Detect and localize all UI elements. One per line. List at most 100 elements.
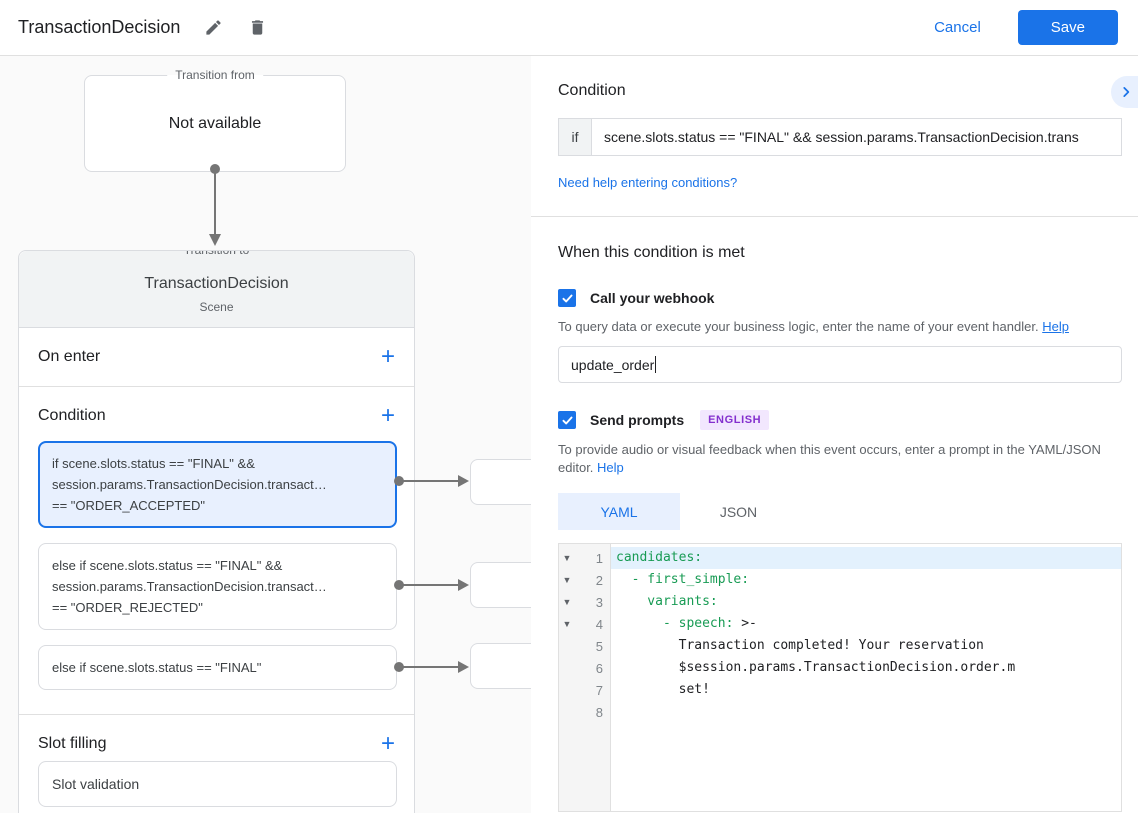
detail-panel: Condition if scene.slots.status == "FINA… (531, 56, 1138, 813)
scene-type: Scene (199, 300, 234, 314)
prompts-row: Send prompts ENGLISH (558, 410, 1122, 430)
condition-card[interactable]: else if scene.slots.status == "FINAL" (38, 645, 397, 690)
page-title: TransactionDecision (18, 17, 181, 37)
editor-line[interactable]: candidates: (611, 547, 1121, 569)
line-number: 6 (595, 660, 603, 676)
gutter-row: ▼2 (559, 569, 610, 591)
condition-card[interactable]: else if scene.slots.status == "FINAL" &&… (38, 543, 397, 630)
condition-met-title: When this condition is met (558, 244, 745, 261)
gutter-row: ▼3 (559, 591, 610, 613)
delete-icon[interactable] (248, 18, 268, 38)
event-handler-input[interactable]: update_order (558, 346, 1122, 383)
webhook-description: To query data or execute your business l… (558, 319, 1069, 334)
editor-line[interactable] (611, 701, 1121, 723)
condition-card-line: session.params.TransactionDecision.trans… (52, 579, 327, 594)
save-button[interactable]: Save (1017, 10, 1118, 45)
gutter-row: ▼1 (559, 547, 610, 569)
condition-card-line: session.params.TransactionDecision.trans… (52, 477, 327, 492)
editor-code[interactable]: candidates: - first_simple: variants: - … (611, 544, 1121, 811)
if-prefix: if (559, 119, 592, 155)
scene-canvas: Transition from Not available Transition… (0, 56, 531, 813)
yaml-key-text: - first_simple: (616, 572, 750, 587)
transition-target-box[interactable] (470, 459, 531, 505)
transition-target-box[interactable] (470, 562, 531, 608)
language-badge: ENGLISH (700, 410, 770, 430)
slot-validation-card[interactable]: Slot validation (38, 761, 397, 807)
editor-line[interactable]: Transaction completed! Your reservation (611, 635, 1121, 657)
condition-row: Condition + (19, 387, 414, 431)
editor-tabs: YAML JSON (558, 493, 1122, 530)
condition-help-link[interactable]: Need help entering conditions? (558, 175, 738, 190)
line-number: 7 (595, 682, 603, 698)
yaml-key-text: candidates: (616, 550, 703, 565)
transition-from-box: Transition from Not available (84, 68, 346, 172)
condition-section: Condition if scene.slots.status == "FINA… (531, 56, 1138, 217)
yaml-key-text: variants: (616, 594, 718, 609)
yaml-key-text: - speech: (616, 616, 734, 631)
webhook-checkbox[interactable] (558, 289, 576, 307)
line-number: 8 (595, 704, 603, 720)
webhook-row: Call your webhook (558, 289, 1122, 307)
scene-header[interactable]: TransactionDecision Scene (19, 251, 414, 328)
editor-line[interactable]: - speech: >- (611, 613, 1121, 635)
gutter-row: 7 (559, 679, 610, 701)
tab-yaml[interactable]: YAML (558, 493, 680, 530)
add-condition-button[interactable]: + (380, 402, 395, 429)
slot-filling-row: Slot filling + (19, 715, 414, 759)
fold-toggle-icon[interactable]: ▼ (562, 575, 572, 585)
prompts-description: To provide audio or visual feedback when… (558, 442, 1101, 475)
collapse-panel-button[interactable] (1111, 76, 1138, 108)
add-slot-button[interactable]: + (380, 730, 395, 757)
transition-from-legend: Transition from (167, 68, 263, 82)
condition-title: Condition (558, 82, 626, 99)
editor-line[interactable]: set! (611, 679, 1121, 701)
condition-card-line: if scene.slots.status == "FINAL" && (52, 456, 255, 471)
send-prompts-label: Send prompts (590, 412, 685, 428)
line-number: 5 (595, 638, 603, 654)
editor-line[interactable]: variants: (611, 591, 1121, 613)
line-number: 1 (595, 550, 603, 566)
slot-filling-label: Slot filling (38, 735, 107, 752)
gutter-row: 6 (559, 657, 610, 679)
editor-line[interactable]: $session.params.TransactionDecision.orde… (611, 657, 1121, 679)
tab-json[interactable]: JSON (719, 503, 758, 520)
condition-met-section: When this condition is met Call your web… (531, 217, 1138, 812)
editor-line[interactable]: - first_simple: (611, 569, 1121, 591)
condition-card-line: == "ORDER_REJECTED" (52, 600, 203, 615)
yaml-plain-text: $session.params.TransactionDecision.orde… (616, 660, 1016, 675)
fold-toggle-icon[interactable]: ▼ (562, 619, 572, 629)
condition-card[interactable]: if scene.slots.status == "FINAL" && sessi… (38, 441, 397, 528)
gutter-row: 8 (559, 701, 610, 723)
divider (19, 714, 414, 715)
fold-toggle-icon[interactable]: ▼ (562, 597, 572, 607)
on-enter-label: On enter (38, 348, 101, 365)
webhook-help-link[interactable]: Help (1042, 319, 1069, 334)
transition-target-box[interactable] (470, 643, 531, 689)
edit-icon[interactable] (204, 18, 224, 38)
send-prompts-checkbox[interactable] (558, 411, 576, 429)
yaml-plain-text: set! (616, 682, 710, 697)
webhook-label: Call your webhook (590, 290, 715, 306)
condition-label: Condition (38, 407, 106, 424)
transition-from-content: Not available (168, 114, 262, 132)
condition-card-line: else if scene.slots.status == "FINAL" && (52, 558, 283, 573)
cancel-button[interactable]: Cancel (934, 19, 981, 36)
gutter-row: 5 (559, 635, 610, 657)
gutter-row: ▼4 (559, 613, 610, 635)
scene-name: TransactionDecision (144, 275, 289, 292)
text-cursor (655, 356, 657, 373)
transition-to-legend: Transition to (175, 251, 258, 257)
condition-card-line: == "ORDER_ACCEPTED" (52, 498, 205, 513)
add-on-enter-button[interactable]: + (380, 343, 395, 370)
condition-card-line: else if scene.slots.status == "FINAL" (52, 660, 262, 675)
on-enter-row: On enter + (19, 328, 414, 386)
app-header: TransactionDecision Cancel Save (0, 0, 1138, 56)
line-number: 4 (595, 616, 603, 632)
fold-toggle-icon[interactable]: ▼ (562, 553, 572, 563)
condition-expression-input[interactable]: scene.slots.status == "FINAL" && session… (604, 129, 1079, 145)
prompts-help-link[interactable]: Help (597, 460, 624, 475)
transition-to-box: Transition to TransactionDecision Scene … (18, 250, 415, 813)
yaml-plain-text: >- (733, 616, 757, 631)
